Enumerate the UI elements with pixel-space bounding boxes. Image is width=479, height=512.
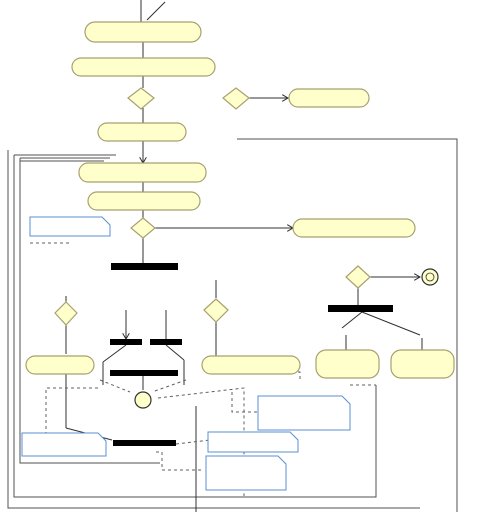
final-node-right xyxy=(421,268,439,286)
decision-diamond xyxy=(203,298,229,323)
activity-node xyxy=(71,57,216,77)
activity-node xyxy=(78,162,207,183)
activity-node xyxy=(97,122,187,142)
flow-lines xyxy=(65,0,423,512)
fork-bar xyxy=(110,339,142,345)
decision-diamond xyxy=(127,87,155,110)
note xyxy=(257,395,351,431)
note xyxy=(21,432,107,457)
swimlane-header-lines xyxy=(14,154,116,162)
decision-diamond xyxy=(54,301,78,326)
decision-diamond xyxy=(345,265,371,289)
fork-bar xyxy=(111,263,178,270)
note-nodes xyxy=(21,216,351,491)
fork-bar xyxy=(150,339,182,345)
note xyxy=(207,431,299,453)
activity-node xyxy=(288,88,370,108)
activity-node xyxy=(390,349,455,379)
note xyxy=(29,216,111,237)
outer-frame xyxy=(7,138,458,512)
sync-bars xyxy=(110,263,393,446)
activity-node xyxy=(87,191,201,211)
fork-bar xyxy=(328,305,393,312)
decision-diamond xyxy=(130,217,156,239)
activity-node xyxy=(315,349,380,379)
decision-diamond xyxy=(222,87,250,110)
activity-node xyxy=(201,355,301,375)
join-bar xyxy=(113,440,176,446)
activity-nodes xyxy=(25,21,455,379)
activity-node xyxy=(292,218,416,238)
activity-node xyxy=(25,355,95,375)
note xyxy=(205,455,287,491)
decision-nodes xyxy=(54,87,371,326)
final-node-center xyxy=(134,391,152,409)
join-bar xyxy=(110,370,178,376)
activity-node xyxy=(84,21,202,43)
